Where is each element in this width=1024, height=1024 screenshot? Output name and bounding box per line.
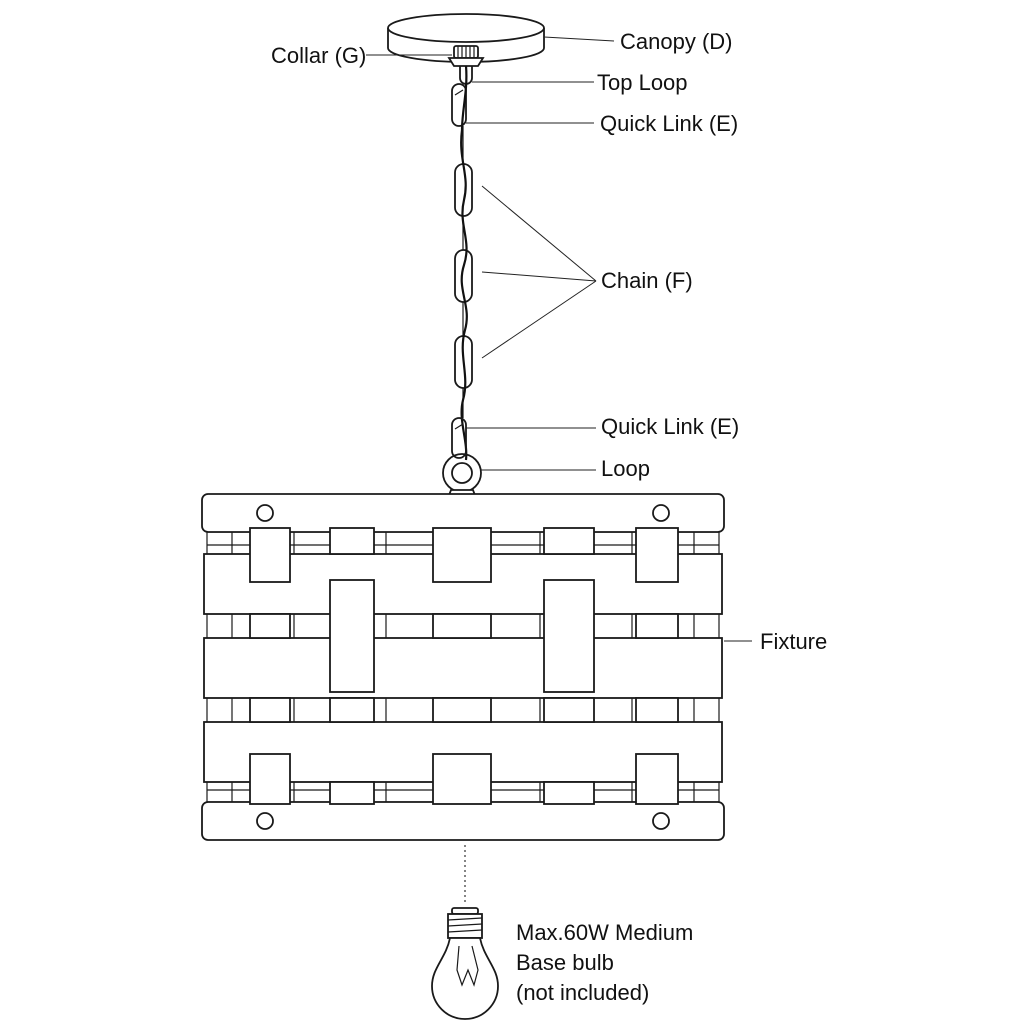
power-cord — [460, 65, 468, 461]
bulb-note-line1: Max.60W Medium — [516, 920, 694, 945]
loop-label: Loop — [601, 456, 650, 481]
top-loop-label: Top Loop — [597, 70, 688, 95]
collar-label: Collar (G) — [271, 43, 367, 68]
quick-link-bottom-label: Quick Link (E) — [601, 414, 740, 439]
bulb-note-line2: Base bulb — [516, 950, 614, 975]
bulb — [431, 907, 499, 1020]
canopy-label: Canopy (D) — [620, 29, 733, 54]
chain-label: Chain (F) — [601, 268, 693, 293]
quick-link-bottom — [451, 417, 467, 459]
fixture-drum — [201, 493, 725, 841]
canopy — [387, 13, 545, 63]
leader-lines — [366, 36, 752, 642]
fixture-loop — [442, 453, 482, 499]
quick-link-top — [451, 83, 467, 127]
bulb-note-line3: (not included) — [516, 980, 650, 1005]
fixture-label: Fixture — [760, 629, 828, 654]
quick-link-top-label: Quick Link (E) — [600, 111, 739, 136]
collar — [447, 45, 485, 67]
